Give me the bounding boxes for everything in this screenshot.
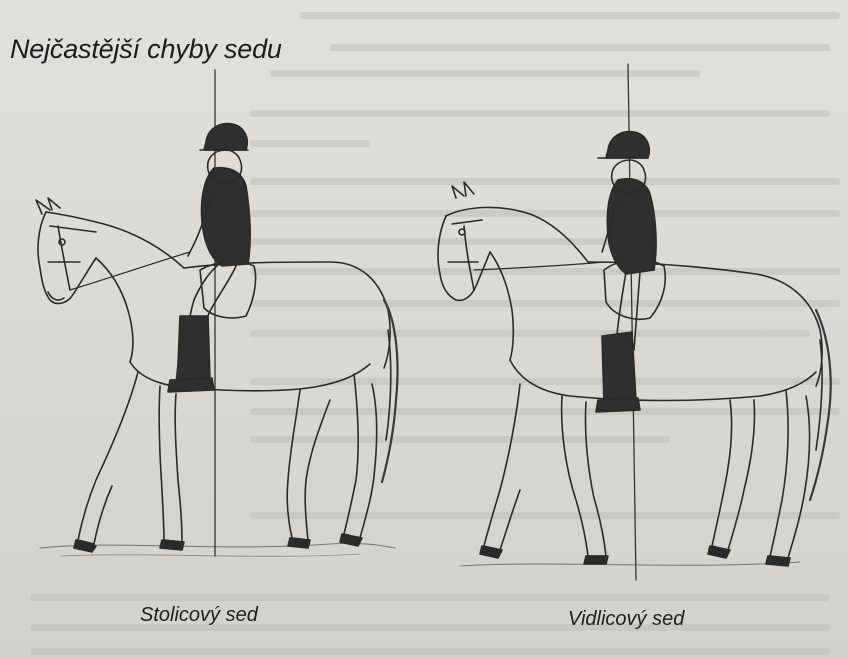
figure-caption-left: Stolicový sed: [140, 604, 258, 627]
page-heading: Nejčastější chyby sedu: [10, 34, 282, 65]
figure-caption-right: Vidlicový sed: [568, 608, 684, 631]
right-horse-rider-drawing: [438, 64, 831, 580]
left-horse-rider-drawing: [36, 70, 398, 556]
